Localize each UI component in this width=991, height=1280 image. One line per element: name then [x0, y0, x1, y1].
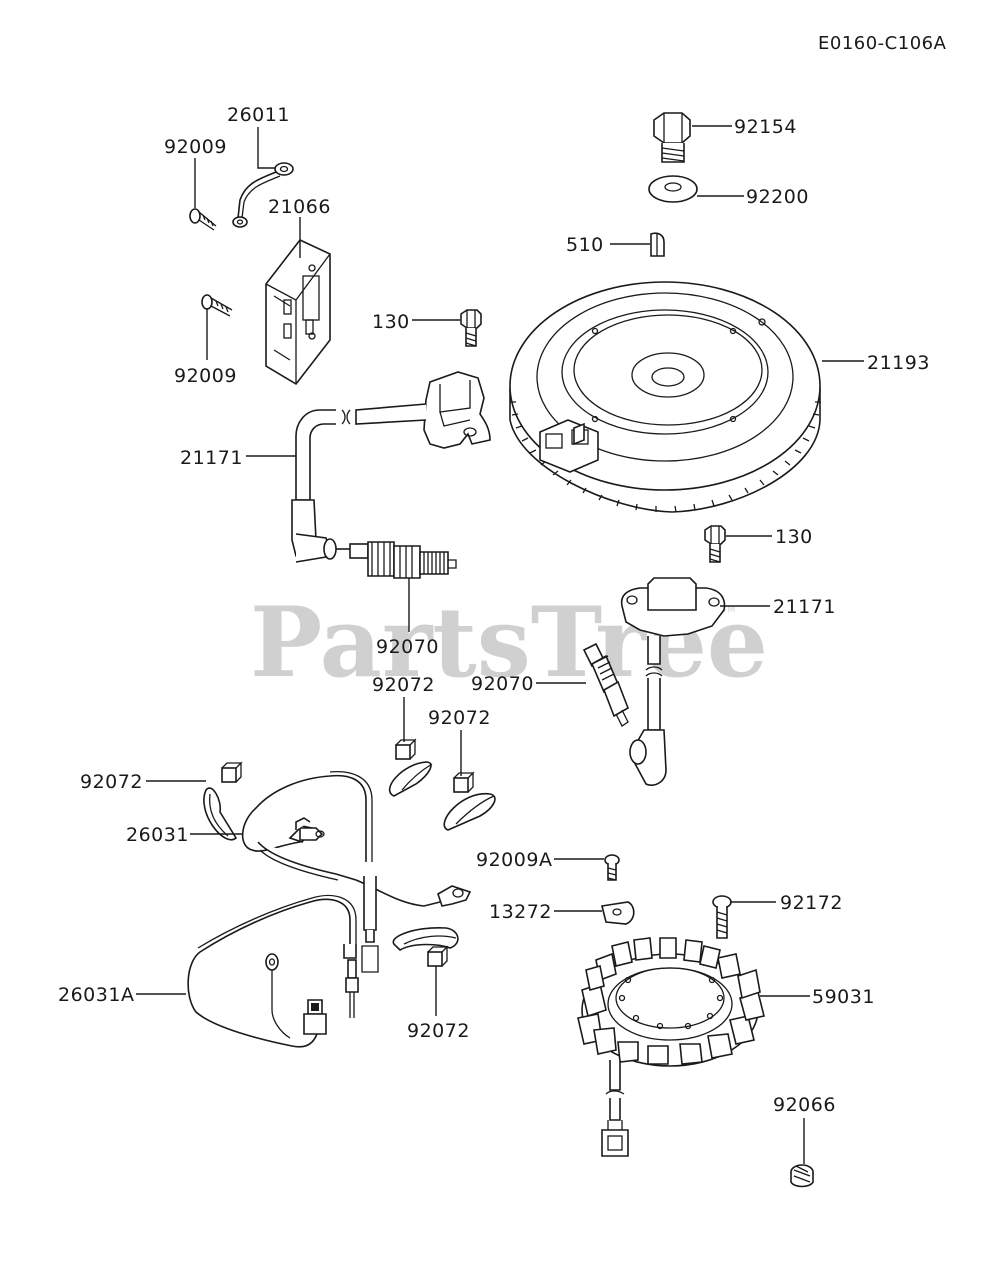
- bracket-13272[interactable]: [601, 901, 635, 925]
- label-92070-right[interactable]: 92070: [471, 673, 534, 695]
- label-510[interactable]: 510: [566, 234, 604, 256]
- wire-harness-26031[interactable]: [241, 770, 472, 973]
- label-92066[interactable]: 92066: [773, 1094, 836, 1116]
- screw-92172[interactable]: [712, 895, 732, 939]
- screw-92009A[interactable]: [604, 854, 620, 881]
- screw-92009-top[interactable]: [189, 208, 217, 231]
- ignition-coil-21171-right[interactable]: [620, 577, 726, 786]
- spark-plug-92070-right[interactable]: [582, 642, 629, 727]
- bolt-92154[interactable]: [653, 112, 691, 163]
- regulator-21066[interactable]: [265, 239, 331, 386]
- ground-lead-26011[interactable]: [232, 162, 294, 228]
- clip-92072-b[interactable]: [443, 771, 496, 831]
- wire-harness-26031A[interactable]: [187, 894, 359, 1048]
- label-21171-right[interactable]: 21171: [773, 596, 836, 618]
- leader-lines: [136, 125, 864, 1164]
- label-130-top[interactable]: 130: [372, 311, 410, 333]
- label-92072-c[interactable]: 92072: [80, 771, 143, 793]
- label-92072-a[interactable]: 92072: [372, 674, 435, 696]
- clip-92072-a[interactable]: [388, 738, 433, 797]
- label-21066[interactable]: 21066: [268, 196, 331, 218]
- label-26031[interactable]: 26031: [126, 824, 189, 846]
- bolt-130-top[interactable]: [460, 309, 482, 347]
- label-26031A[interactable]: 26031A: [58, 984, 134, 1006]
- diagram-code: E0160-C106A: [818, 33, 947, 54]
- label-92200[interactable]: 92200: [746, 186, 809, 208]
- screw-92009-bottom[interactable]: [201, 294, 233, 317]
- label-92172[interactable]: 92172: [780, 892, 843, 914]
- washer-92200[interactable]: [648, 175, 698, 203]
- label-21171-left[interactable]: 21171: [180, 447, 243, 469]
- label-21193[interactable]: 21193: [867, 352, 930, 374]
- label-130-right[interactable]: 130: [775, 526, 813, 548]
- part-labels: 26011 92009 21066 92009 92154 92200 510 …: [58, 104, 930, 1116]
- stator-59031[interactable]: [577, 937, 765, 1157]
- label-92009-bottom[interactable]: 92009: [174, 365, 237, 387]
- label-13272[interactable]: 13272: [489, 901, 552, 923]
- label-59031[interactable]: 59031: [812, 986, 875, 1008]
- spark-plug-92070-left[interactable]: [336, 541, 457, 579]
- label-92070-left[interactable]: 92070: [376, 636, 439, 658]
- part-92066[interactable]: [790, 1164, 814, 1188]
- label-92072-d[interactable]: 92072: [407, 1020, 470, 1042]
- label-92009A[interactable]: 92009A: [476, 849, 552, 871]
- label-92009-top[interactable]: 92009: [164, 136, 227, 158]
- watermark-tm: TM: [721, 605, 735, 615]
- clip-92072-d[interactable]: [392, 927, 459, 967]
- key-510[interactable]: [650, 232, 665, 257]
- bolt-130-right[interactable]: [704, 525, 726, 563]
- clip-92072-c[interactable]: [203, 761, 243, 841]
- label-92154[interactable]: 92154: [734, 116, 797, 138]
- label-92072-b[interactable]: 92072: [428, 707, 491, 729]
- ignition-coil-21171-left[interactable]: [291, 371, 491, 563]
- label-26011[interactable]: 26011: [227, 104, 290, 126]
- flywheel-21193[interactable]: [509, 281, 821, 513]
